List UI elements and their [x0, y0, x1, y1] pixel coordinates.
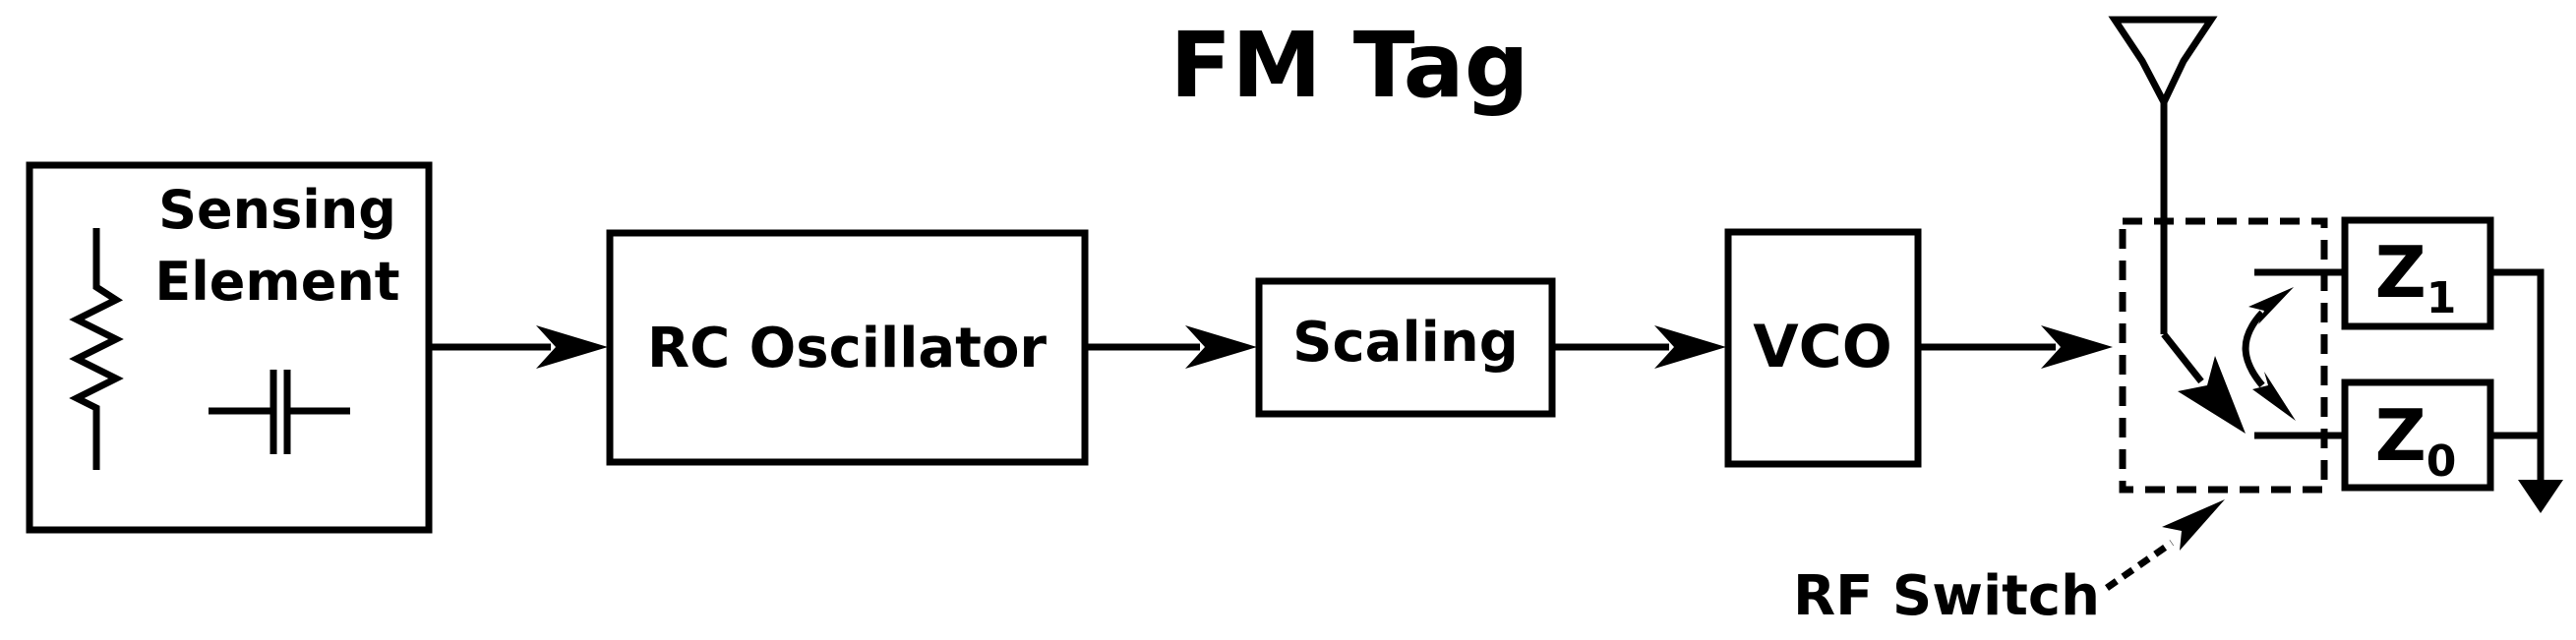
rf-switch-box: [2119, 217, 2328, 494]
z0-impedance-box: Z0: [2341, 378, 2494, 492]
scaling-label: Scaling: [1292, 311, 1519, 375]
scaling-block: Scaling: [1255, 277, 1556, 418]
antenna-icon: [2108, 16, 2246, 434]
z1-impedance-box: Z1: [2341, 216, 2494, 330]
rf-switch-label: RF Switch: [1793, 564, 2100, 628]
vco-block: VCO: [1724, 228, 1922, 468]
rc-oscillator-label: RC Oscillator: [647, 317, 1047, 380]
diagram-title: FM Tag: [1169, 13, 1528, 118]
vco-label: VCO: [1753, 313, 1891, 381]
sensing-element-label-line2: Element: [154, 251, 399, 313]
capacitor-icon: [209, 370, 350, 454]
arrow-vco-to-rf-switch: [1918, 325, 2113, 369]
rc-oscillator-block: RC Oscillator: [606, 229, 1089, 466]
resistor-icon: [69, 228, 124, 470]
switch-toggle-icon: [2242, 287, 2296, 421]
ground-rail: [2490, 268, 2563, 513]
z0-label: Z0: [2375, 394, 2457, 487]
rf-switch-pointer: [2104, 499, 2225, 591]
z1-label: Z1: [2375, 231, 2457, 323]
arrow-sensing-to-rc: [429, 325, 608, 369]
arrow-rc-to-scaling: [1085, 325, 1257, 369]
sensing-element-label-line1: Sensing: [158, 179, 396, 241]
sensing-element-block: Sensing Element: [26, 161, 433, 534]
arrow-scaling-to-vco: [1552, 325, 1726, 369]
z1-subscript: 1: [2426, 273, 2457, 323]
z0-subscript: 0: [2426, 436, 2457, 487]
